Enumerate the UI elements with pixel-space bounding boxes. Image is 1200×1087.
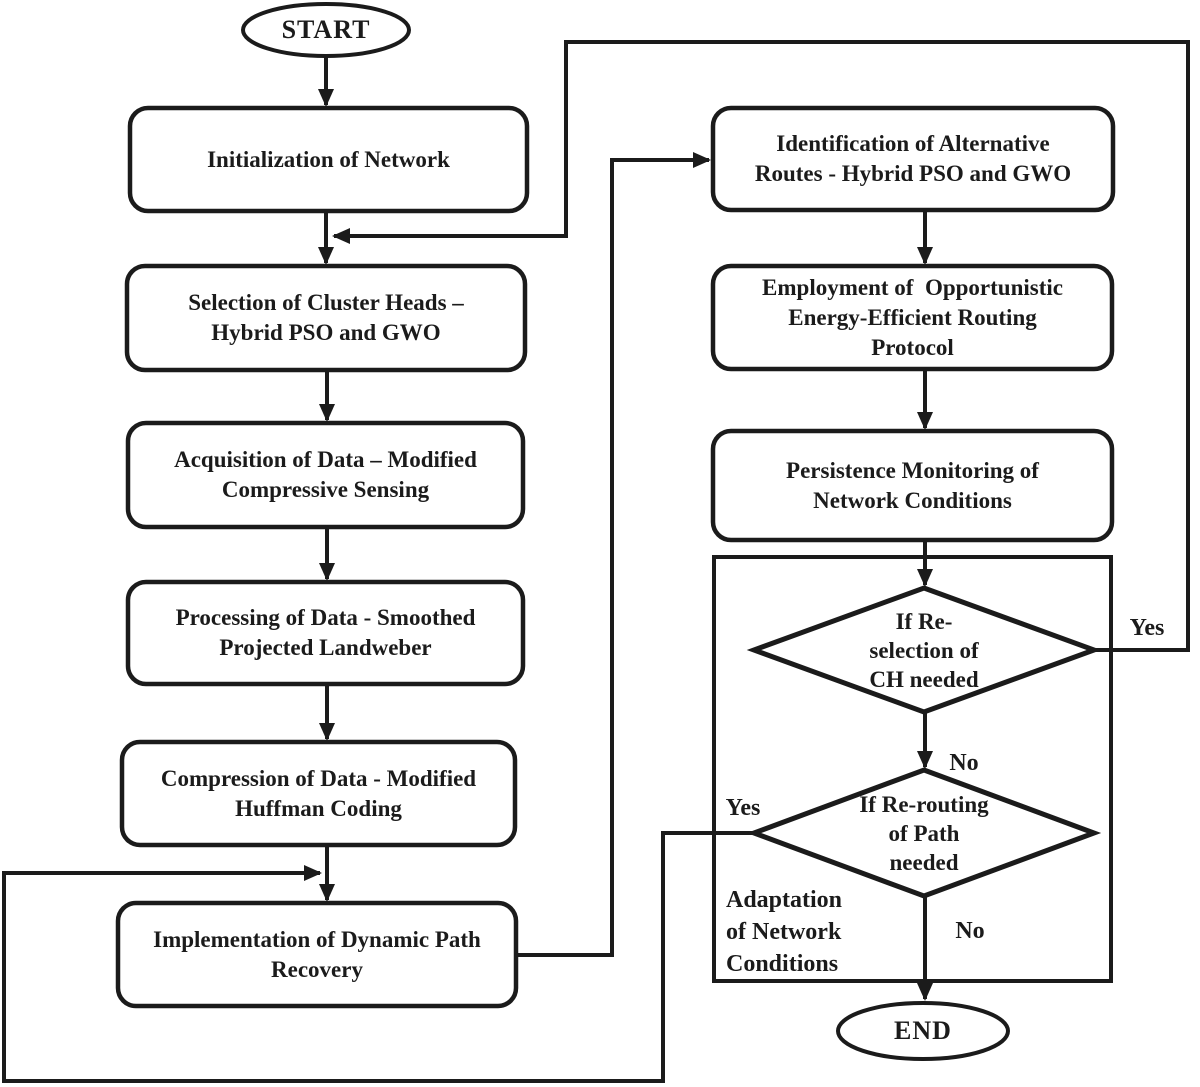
process-box-acquisition (125, 420, 526, 530)
decision-reselection-text: If Re- selection of CH needed (754, 588, 1094, 712)
feedback-reselection-yes-loop (332, 40, 1190, 652)
text-line: Network Conditions (813, 487, 1012, 513)
branch-label-reselection-yes: Yes (1129, 614, 1165, 641)
text-line: Compression of Data - Modified (160, 765, 477, 791)
text-line: Selection of Cluster Heads – (188, 290, 464, 315)
text-line: Acquisition of Data – Modified (174, 447, 477, 472)
start-terminal-shape (241, 2, 411, 58)
text-line: of Path (888, 820, 960, 846)
node-cluster-heads: Selection of Cluster Heads – Hybrid PSO … (127, 266, 525, 370)
process-box-employment (710, 263, 1115, 372)
branch-label-rerouting-yes: Yes (725, 794, 761, 821)
start-terminal-label: START (243, 6, 409, 54)
text-line: selection of (869, 637, 979, 663)
text-line: Protocol (871, 334, 954, 360)
text-line: Processing of Data - Smoothed (175, 605, 476, 630)
process-box-compression (119, 739, 518, 848)
text-line: Projected Landweber (219, 635, 432, 660)
text-line: CH needed (869, 666, 979, 692)
node-implementation: Implementation of Dynamic Path Recovery (118, 903, 516, 1006)
node-processing: Processing of Data - Smoothed Projected … (128, 582, 523, 684)
process-box-persistence (710, 428, 1115, 543)
feedback-rerouting-yes-loop (2, 831, 754, 1083)
text-line: Employment of Opportunistic (762, 274, 1063, 300)
connector-implementation-to-identification (516, 152, 711, 957)
text-line: Recovery (271, 956, 363, 982)
process-box-identification (710, 105, 1116, 213)
process-box-processing (125, 579, 526, 687)
node-compression: Compression of Data - Modified Huffman C… (122, 742, 515, 845)
text-line: Hybrid PSO and GWO (211, 320, 441, 345)
branch-label-rerouting-no: No (955, 917, 985, 944)
node-employment: Employment of Opportunistic Energy-Effic… (713, 266, 1112, 369)
process-box-initialization (127, 105, 530, 214)
text-line: Implementation of Dynamic Path (153, 926, 481, 952)
node-acquisition: Acquisition of Data – Modified Compressi… (128, 423, 523, 527)
node-persistence: Persistence Monitoring of Network Condit… (713, 431, 1112, 540)
text-line: Conditions (726, 951, 839, 977)
adaptation-container-box (712, 555, 1113, 983)
process-box-implementation (115, 900, 519, 1009)
end-terminal-label: END (838, 1003, 1008, 1059)
end-terminal-shape (836, 1001, 1010, 1061)
adaptation-annotation: Adaptation of Network Conditions (726, 884, 906, 984)
text-line: START (281, 15, 371, 44)
text-line: of Network (726, 919, 842, 945)
text-line: If Re- (895, 608, 953, 634)
decision-diamond-rerouting (746, 767, 1102, 899)
node-initialization: Initialization of Network (130, 108, 527, 211)
text-line: Huffman Coding (235, 795, 402, 821)
text-line: Compressive Sensing (221, 477, 430, 502)
text-line: If Re-routing (859, 791, 989, 817)
text-line: Routes - Hybrid PSO and GWO (754, 161, 1072, 186)
text-line: Energy-Efficient Routing (788, 304, 1037, 330)
text-line: needed (889, 849, 959, 875)
text-line: Persistence Monitoring of (786, 457, 1039, 483)
decision-rerouting-text: If Re-routing of Path needed (754, 770, 1094, 896)
process-box-cluster-heads (124, 263, 528, 373)
text-line: Identification of Alternative (776, 131, 1050, 156)
text-line: Initialization of Network (207, 146, 450, 172)
text-line: END (894, 1016, 952, 1045)
node-identification: Identification of Alternative Routes - H… (713, 108, 1113, 210)
decision-diamond-reselection (746, 585, 1102, 715)
text-line: Adaptation (726, 887, 843, 913)
branch-label-reselection-no: No (949, 749, 979, 776)
